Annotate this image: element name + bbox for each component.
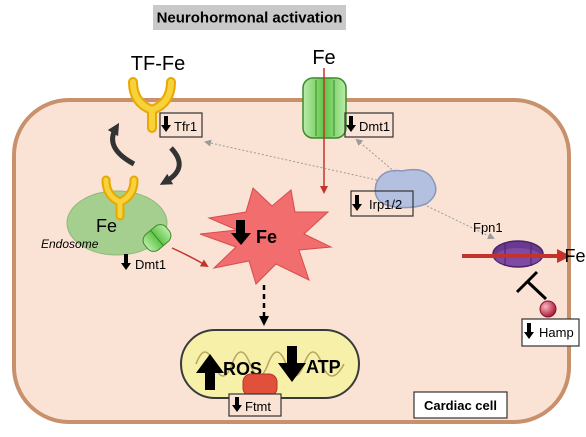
fe-pool-star [199, 187, 333, 285]
up-arrow-icon [196, 354, 224, 390]
fpn1-label: Fpn1 [473, 220, 503, 235]
irp-protein [374, 168, 437, 209]
irp-to-fpn1-arrow [426, 205, 495, 239]
endosome-dmt1-label: Dmt1 [135, 257, 166, 272]
cardiac-cell-box [413, 391, 508, 419]
down-arrow-icon [231, 220, 251, 245]
atp-label: ATP [306, 357, 341, 377]
transferrin-receptor [128, 77, 176, 133]
endosome-receptor [101, 175, 139, 221]
endosome-label: Endosome [41, 237, 99, 251]
diagram-title: Neurohormonal activation [157, 10, 343, 27]
dmt1-box [344, 112, 394, 138]
down-arrow-icon [278, 346, 306, 382]
endosome-dmt1-channel [142, 224, 172, 252]
down-arrow-icon [121, 254, 131, 270]
tfr1-label: Tfr1 [174, 119, 197, 134]
ftmt-box [228, 393, 282, 417]
endosome [66, 190, 168, 256]
down-arrow-icon [161, 116, 171, 132]
endosome-to-fe-arrow [171, 247, 209, 268]
down-arrow-icon [232, 397, 242, 412]
down-arrow-icon [524, 323, 534, 339]
irp-label: Irp1/2 [369, 197, 402, 212]
down-arrow-icon [346, 116, 356, 132]
title-banner [153, 5, 346, 30]
fe-top-label: Fe [312, 47, 335, 69]
fe-center-label: Fe [256, 227, 277, 247]
fe-out-label: Fe [564, 246, 585, 266]
irp-box [350, 190, 414, 217]
inhibition-icon [515, 270, 548, 301]
cardiac-cell-label: Cardiac cell [424, 398, 497, 413]
down-arrow-icon [352, 195, 362, 211]
ftmt-protein [242, 373, 278, 397]
ftmt-label: Ftmt [245, 399, 271, 414]
circular-arrow-icon [107, 122, 182, 185]
irp-to-tfr1-arrow [204, 139, 378, 181]
dmt1-top-label: Dmt1 [359, 119, 390, 134]
hamp-label: Hamp [539, 325, 574, 340]
tf-fe-label: TF-Fe [131, 53, 185, 75]
tfr1-box [159, 112, 203, 138]
irp-to-dmt1-arrow [355, 138, 396, 173]
hepcidin-molecule [539, 300, 557, 318]
endosome-fe-label: Fe [96, 216, 117, 236]
